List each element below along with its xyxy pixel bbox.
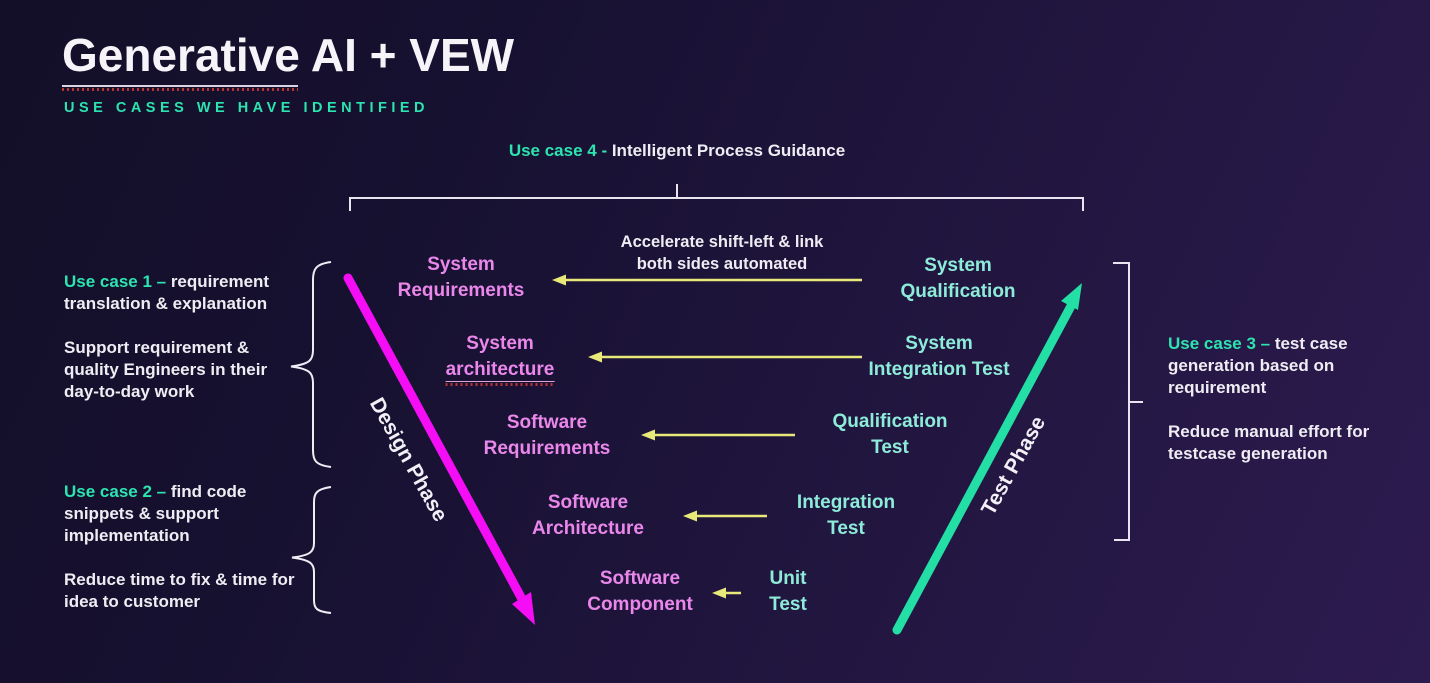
use-case-1-text: requirement translation & explanation xyxy=(64,272,270,313)
shift-left-arrows xyxy=(552,274,862,599)
title-rest: AI + VEW xyxy=(299,29,515,81)
item-line: Qualification xyxy=(900,281,1016,302)
vmodel-item-unit-test: Unit Test xyxy=(769,566,807,618)
use-case-1-note: Use case 1 – requirement translation & e… xyxy=(64,271,309,403)
item-line: System xyxy=(466,333,534,354)
item-line: Qualification xyxy=(832,411,948,432)
arrow-sw-architecture-level-head xyxy=(683,510,697,522)
vmodel-item-software-architecture: Software Architecture xyxy=(532,490,644,542)
item-line: Integration xyxy=(796,492,896,513)
use-case-4-label: Use case 4 - xyxy=(508,141,608,160)
item-line: Test xyxy=(827,518,865,539)
use-case-3-detail: Reduce manual effort for testcase genera… xyxy=(1168,422,1370,463)
use-case-2-text: find code snippets & support implementat… xyxy=(64,482,247,545)
test-phase-arrow-line xyxy=(892,301,1076,635)
design-phase-arrowhead xyxy=(512,592,535,625)
shift-left-note-line1: Accelerate shift-left & link xyxy=(620,233,824,251)
use-case-1-label: Use case 1 – xyxy=(64,272,167,291)
vmodel-item-system-requirements: System Requirements xyxy=(398,252,525,304)
slide-subtitle: USE CASES WE HAVE IDENTIFIED xyxy=(64,100,430,116)
use-case-2-detail: Reduce time to fix & time for idea to cu… xyxy=(64,570,295,611)
use-case-1-headline: Use case 1 – requirement translation & e… xyxy=(64,271,279,315)
misspelled-word: architecture xyxy=(445,357,555,386)
use-case-4-text: Intelligent Process Guidance xyxy=(607,141,846,160)
use-case-4-bracket xyxy=(349,197,1084,211)
item-line: System xyxy=(924,255,992,276)
item-line: System xyxy=(905,333,973,354)
item-line: Software xyxy=(547,492,629,513)
item-line: Requirements xyxy=(483,438,611,459)
use-case-2-brace xyxy=(291,486,332,614)
spellcheck-squiggle xyxy=(445,383,555,386)
title-word: Generative xyxy=(62,29,300,81)
shift-left-note: Accelerate shift-left & link both sides … xyxy=(621,231,824,275)
item-line: Software xyxy=(599,568,681,589)
use-case-2-label: Use case 2 – xyxy=(64,482,167,501)
item-line: Architecture xyxy=(532,518,644,539)
vmodel-item-integration-test: Integration Test xyxy=(797,490,895,542)
title-underline xyxy=(62,85,298,87)
use-case-2-note: Use case 2 – find code snippets & suppor… xyxy=(64,481,309,613)
vmodel-item-software-requirements: Software Requirements xyxy=(484,410,611,462)
use-case-3-note: Use case 3 – test case generation based … xyxy=(1168,333,1388,465)
arrow-system-level-head xyxy=(552,274,566,286)
item-line: Component xyxy=(587,594,693,615)
use-case-2-headline: Use case 2 – find code snippets & suppor… xyxy=(64,481,254,547)
arrow-architecture-level-head xyxy=(588,351,602,363)
item-word: architecture xyxy=(445,359,555,380)
design-phase-arrow-line xyxy=(343,273,527,604)
use-case-3-label: Use case 3 – xyxy=(1168,334,1271,353)
item-line: architecture xyxy=(445,357,555,386)
arrow-component-level-head xyxy=(712,587,726,599)
use-case-3-bracket xyxy=(1113,262,1130,541)
spellcheck-squiggle xyxy=(62,88,298,91)
item-line: Test xyxy=(769,594,807,615)
use-case-3-text: test case generation based on requiremen… xyxy=(1168,334,1348,397)
vmodel-item-software-component: Software Component xyxy=(587,566,693,618)
test-phase-arrowhead xyxy=(1061,283,1082,310)
vmodel-item-system-qualification: System Qualification xyxy=(900,253,1015,305)
item-line: Unit xyxy=(769,568,807,589)
arrow-sw-requirements-level-head xyxy=(641,429,655,441)
page-title: Generative AI + VEW xyxy=(62,28,515,91)
vmodel-item-system-architecture: System architecture xyxy=(445,331,555,386)
item-line: Integration Test xyxy=(868,359,1010,380)
vmodel-item-qualification-test: Qualification Test xyxy=(832,409,947,461)
item-line: Test xyxy=(871,437,909,458)
item-line: System xyxy=(427,254,495,275)
use-case-4-heading: Use case 4 - Intelligent Process Guidanc… xyxy=(509,141,845,161)
item-line: Software xyxy=(506,412,588,433)
vmodel-item-system-integration-test: System Integration Test xyxy=(868,331,1009,383)
shift-left-note-line2: both sides automated xyxy=(636,255,808,273)
use-case-1-detail: Support requirement & quality Engineers … xyxy=(64,338,268,401)
use-case-3-headline: Use case 3 – test case generation based … xyxy=(1168,333,1358,399)
item-line: Requirements xyxy=(397,280,525,301)
word-underline xyxy=(445,380,555,382)
title-misspelled-word: Generative xyxy=(62,28,300,91)
use-case-1-brace xyxy=(290,261,332,468)
